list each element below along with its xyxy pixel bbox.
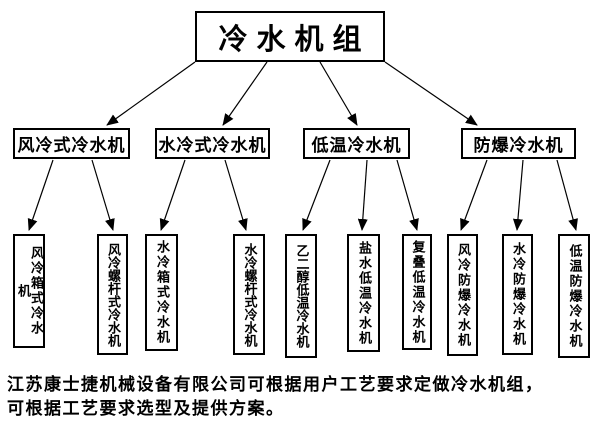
- leaf-box-water-cooled-box-type: 水冷箱式冷水机: [145, 234, 178, 351]
- arrow-lowtemp-to-glycol: [302, 159, 331, 231]
- branch-box-water-cooled: 水冷式冷水机: [155, 128, 270, 159]
- arrow-air-to-screw: [91, 159, 115, 231]
- arrow-root-to-water-cooled: [222, 61, 268, 126]
- leaf-box-water-cooled-explosion-proof: 水冷防爆冷水机: [502, 234, 533, 355]
- arrow-root-to-air-cooled: [106, 61, 196, 126]
- leaf-box-air-cooled-screw: 风冷螺杆式冷水机: [97, 234, 128, 355]
- arrow-water-to-screw: [224, 159, 248, 231]
- leaf-box-glycol-low-temp: 乙二醇低温冷水机: [285, 234, 317, 358]
- branch-box-explosion-proof: 防爆冷水机: [461, 128, 576, 159]
- branch-box-low-temp: 低温冷水机: [303, 128, 410, 159]
- arrow-exproof-to-lowtemp: [556, 159, 578, 231]
- leaf-box-air-cooled-box-type: 风冷箱式冷水机: [13, 234, 45, 348]
- arrow-lowtemp-to-brine: [357, 159, 368, 231]
- arrow-exproof-to-water: [512, 159, 524, 231]
- note-line-1: 江苏康士捷机械设备有限公司可根据用户工艺要求定做冷水机组，: [7, 375, 544, 395]
- leaf-box-low-temp-explosion-proof: 低温防爆冷水机: [558, 234, 590, 358]
- arrow-water-to-box-type: [159, 159, 186, 231]
- note-text: 江苏康士捷机械设备有限公司可根据用户工艺要求定做冷水机组， 可根据工艺要求选型及…: [7, 373, 599, 421]
- note-line-2: 可根据工艺要求选型及提供方案。: [7, 399, 285, 419]
- leaf-box-cascade-low-temp: 复叠低温冷水机: [402, 234, 432, 350]
- root-box-chiller-unit: 冷水机组: [195, 11, 385, 62]
- arrow-root-to-low-temp: [319, 61, 358, 126]
- branch-box-air-cooled: 风冷式冷水机: [13, 128, 130, 159]
- leaf-box-air-cooled-explosion-proof: 风冷防爆冷水机: [447, 234, 478, 356]
- arrow-air-to-box-type: [27, 159, 54, 231]
- arrow-root-to-explosion-proof: [384, 61, 478, 126]
- leaf-box-brine-low-temp: 盐水低温冷水机: [347, 234, 380, 352]
- arrow-exproof-to-air: [460, 159, 488, 231]
- arrow-lowtemp-to-cascade: [396, 159, 419, 231]
- leaf-box-water-cooled-screw: 水冷螺杆式冷水机: [233, 234, 265, 355]
